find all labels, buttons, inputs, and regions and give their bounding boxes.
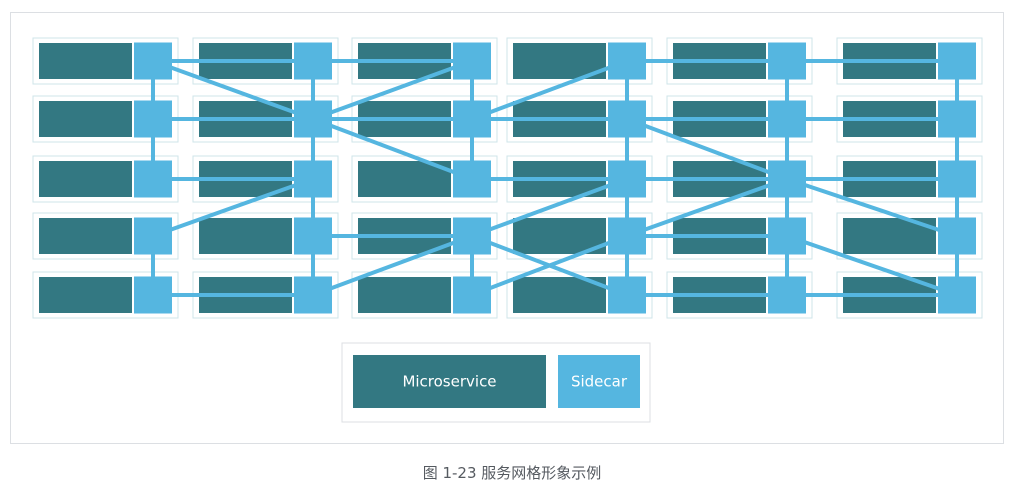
sidecar-box — [608, 42, 646, 80]
sidecar-box — [453, 276, 491, 314]
mesh-link — [625, 177, 789, 238]
mesh-link — [785, 234, 959, 297]
sidecar-box — [768, 276, 806, 314]
sidecar-box — [294, 160, 332, 198]
mesh-link — [470, 59, 629, 121]
sidecar-box — [134, 217, 172, 255]
sidecar-box — [768, 160, 806, 198]
mesh-link — [470, 177, 629, 238]
legend-microservice-label: Microservice — [402, 373, 496, 391]
sidecar-box — [938, 217, 976, 255]
sidecars-layer — [134, 42, 976, 314]
mesh-link — [311, 234, 474, 297]
service-mesh-diagram: Microservice Sidecar — [32, 37, 983, 423]
legend-frame — [341, 342, 651, 423]
sidecar-box — [453, 100, 491, 138]
sidecar-box — [134, 100, 172, 138]
legend: Microservice Sidecar — [341, 342, 651, 423]
microservice-box — [39, 43, 132, 79]
sidecar-box — [768, 42, 806, 80]
mesh-link — [151, 59, 315, 121]
sidecar-box — [938, 100, 976, 138]
sidecar-box — [294, 217, 332, 255]
microservice-box — [39, 161, 132, 197]
mesh-link — [311, 59, 474, 121]
sidecar-box — [294, 276, 332, 314]
sidecar-box — [608, 100, 646, 138]
sidecar-box — [453, 217, 491, 255]
legend-sidecar-label: Sidecar — [571, 373, 628, 391]
sidecar-box — [608, 217, 646, 255]
sidecar-box — [134, 42, 172, 80]
mesh-link — [151, 177, 315, 238]
mesh-link — [625, 117, 789, 181]
sidecar-box — [938, 276, 976, 314]
sidecar-box — [768, 217, 806, 255]
legend-microservice-box — [353, 355, 546, 408]
microservice-box — [39, 218, 132, 254]
sidecar-box — [938, 42, 976, 80]
microservice-box — [39, 277, 132, 313]
sidecar-box — [294, 42, 332, 80]
sidecar-box — [938, 160, 976, 198]
mesh-link — [785, 177, 959, 238]
sidecar-box — [608, 160, 646, 198]
legend-sidecar-box — [558, 355, 640, 408]
microservice-box — [358, 277, 451, 313]
sidecar-box — [608, 276, 646, 314]
sidecar-box — [453, 160, 491, 198]
sidecar-box — [453, 42, 491, 80]
mesh-link — [470, 234, 629, 297]
microservice-box — [199, 218, 292, 254]
sidecar-box — [134, 276, 172, 314]
sidecar-box — [134, 160, 172, 198]
diagram-frame — [10, 12, 1004, 444]
mesh-link — [311, 117, 474, 181]
microservice-box — [39, 101, 132, 137]
figure-caption: 图 1-23 服务网格形象示例 — [422, 464, 602, 482]
sidecar-box — [768, 100, 806, 138]
sidecar-box — [294, 100, 332, 138]
